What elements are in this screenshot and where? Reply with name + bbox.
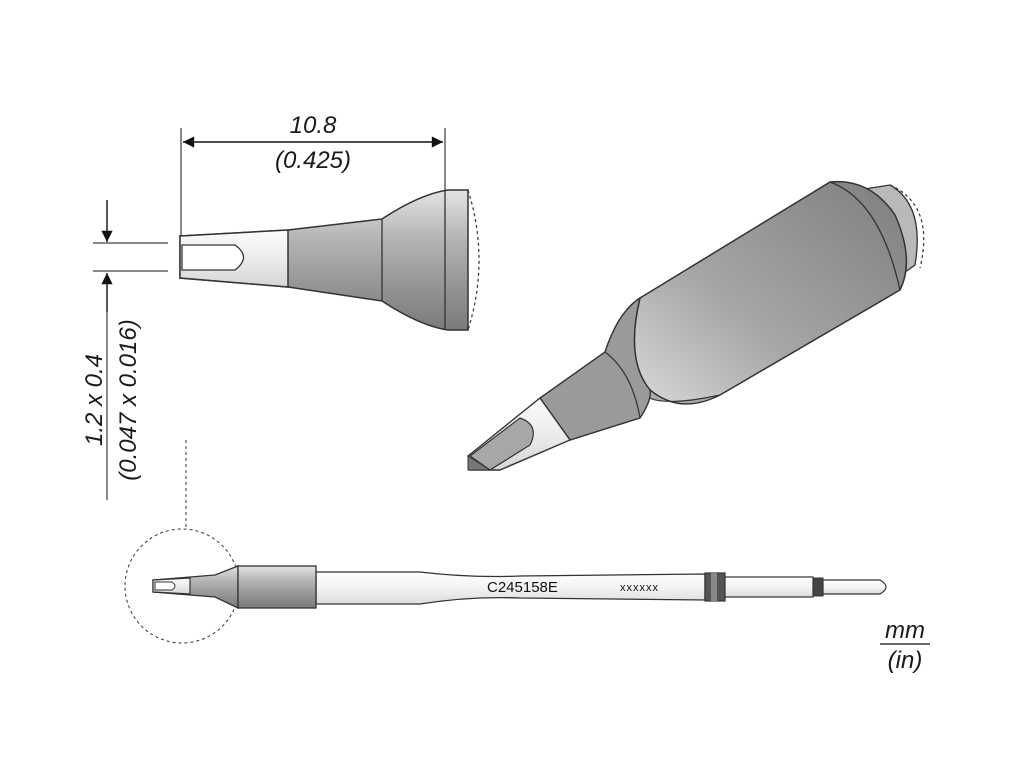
cartridge-band-highlight (711, 573, 717, 601)
side-view: 10.8 (0.425) 1.2 x 0.4 (0.047 x 0.016) (81, 112, 480, 500)
side-break-line (467, 189, 480, 331)
perspective-view (467, 180, 925, 471)
units-legend: mm (in) (880, 617, 930, 674)
cartridge-connector-ring (812, 577, 824, 597)
cone-step-line (604, 351, 641, 419)
tip-in-label: (0.047 x 0.016) (115, 319, 142, 480)
cartridge-collar (237, 565, 317, 609)
side-tip-body (179, 189, 469, 331)
cartridge-chisel-flat (154, 581, 176, 591)
perspective-chisel-face (468, 417, 534, 471)
rear-break-line (889, 184, 925, 269)
tip-mm-label: 1.2 x 0.4 (81, 354, 108, 446)
cartridge-view: C245158E xxxxxx (124, 440, 887, 644)
serial-placeholder-label: xxxxxx (620, 582, 659, 594)
unit-mm-label: mm (885, 617, 925, 644)
perspective-cone (539, 296, 651, 441)
unit-in-label: (in) (888, 647, 923, 674)
perspective-chisel-edge (467, 455, 492, 471)
length-in-label: (0.425) (275, 147, 351, 174)
length-mm-label: 10.8 (290, 112, 337, 139)
part-number-label: C245158E (487, 579, 558, 596)
side-chisel-flat (181, 244, 245, 271)
cartridge-pin (822, 579, 887, 595)
perspective-cylinder (633, 180, 908, 405)
cylinder-rear-edge (829, 181, 901, 291)
cartridge-connector (724, 576, 814, 598)
